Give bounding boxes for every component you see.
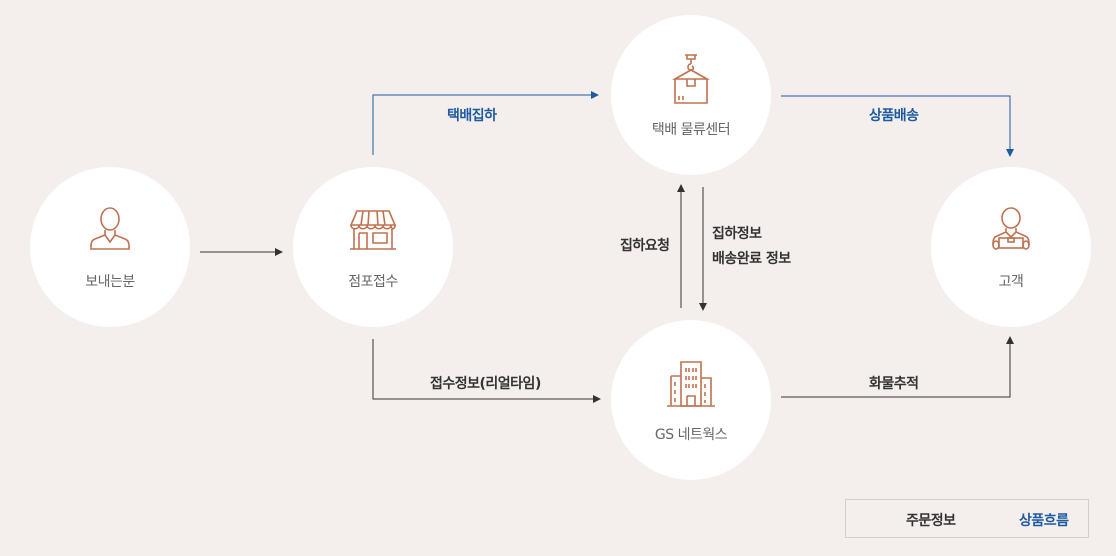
- person-icon: [30, 205, 190, 257]
- person-with-box-icon: [931, 205, 1091, 257]
- node-label: 점포접수: [348, 274, 398, 290]
- node-customer: 고객: [931, 167, 1091, 327]
- node-label: 고객: [998, 274, 1024, 290]
- edge-label-pickup-request: 집하요청: [620, 238, 670, 254]
- arrow-store-to-gs-networks: [372, 339, 601, 403]
- building-icon: [611, 358, 771, 410]
- node-label: 보내는분: [85, 274, 135, 290]
- node-gs-networks: GS 네트웍스: [611, 320, 771, 480]
- legend: 주문정보 상품흐름: [845, 499, 1089, 538]
- arrow-store-to-courier-center: [372, 91, 599, 155]
- edge-label-cargo-tracking: 화물추적: [869, 376, 919, 392]
- node-store: 점포접수: [293, 167, 453, 327]
- legend-order-info: 주문정보: [906, 513, 956, 529]
- node-sender: 보내는분: [30, 167, 190, 327]
- edge-label-product-delivery: 상품배송: [869, 108, 919, 124]
- arrow-courier-center-to-customer: [781, 95, 1014, 157]
- arrow-gs-to-customer: [781, 336, 1014, 398]
- node-label: 택배 물류센터: [651, 122, 731, 138]
- edge-label-pickup-info: 집하정보: [712, 226, 762, 242]
- node-label: GS 네트웍스: [654, 427, 728, 443]
- legend-product-flow: 상품흐름: [1019, 513, 1069, 529]
- crane-box-icon: [611, 53, 771, 105]
- edge-label-receipt-info: 접수정보(리얼타임): [430, 376, 541, 392]
- node-courier-center: 택배 물류센터: [611, 15, 771, 175]
- storefront-icon: [293, 205, 453, 257]
- edge-label-delivery-complete-info: 배송완료 정보: [712, 251, 791, 267]
- edge-label-courier-pickup: 택배집하: [447, 108, 497, 124]
